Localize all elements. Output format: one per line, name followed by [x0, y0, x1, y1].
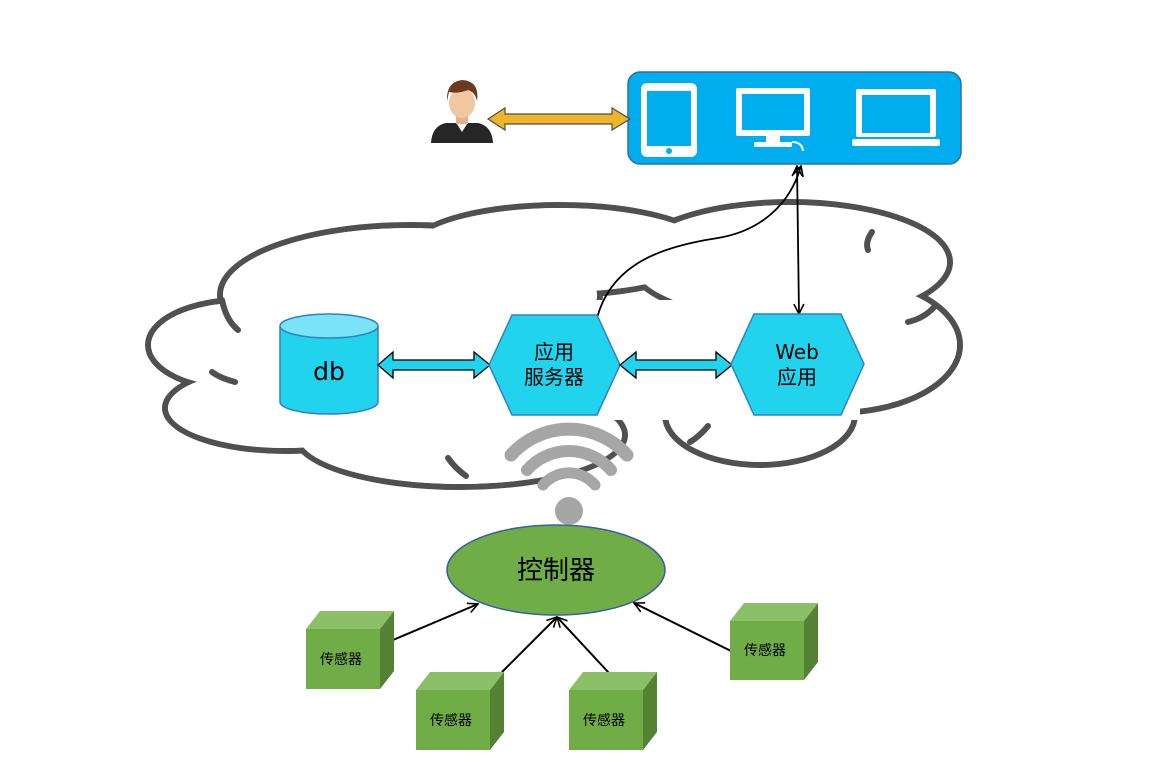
web-app-node: Web 应用 [730, 313, 865, 416]
database-label: db [313, 357, 345, 386]
sensor-1-label: 传感器 [320, 651, 362, 668]
app-server-label-line2: 服务器 [524, 365, 584, 389]
sensor-1-arrow [392, 604, 478, 641]
app-server-node: 应用 服务器 [488, 314, 621, 416]
sensor-2-label: 传感器 [430, 712, 472, 729]
app-server-to-devices-line [596, 166, 801, 319]
web-app-label-line2: 应用 [777, 365, 817, 389]
sensor-4-label: 传感器 [744, 642, 786, 659]
wifi-icon [504, 422, 634, 525]
app-server-label-line1: 应用 [534, 340, 574, 364]
web-app-devices-link [797, 166, 799, 314]
laptop-icon [852, 89, 940, 146]
sensor-3-label: 传感器 [583, 712, 625, 729]
sensor-3: 传感器 [569, 672, 657, 750]
sensor-arrows [392, 602, 732, 674]
desktop-monitor-icon [736, 88, 810, 152]
web-app-label-line1: Web [775, 340, 819, 364]
controller-node: 控制器 [446, 524, 666, 616]
sensor-2-arrow [501, 617, 557, 673]
sensor-3-arrow [557, 617, 610, 674]
sensor-2: 传感器 [416, 672, 504, 750]
sensor-1: 传感器 [306, 611, 394, 689]
user-device-arrow [486, 106, 632, 132]
user-avatar-icon [431, 80, 493, 143]
device-panel [627, 71, 962, 165]
sensor-4-arrow [634, 602, 732, 652]
sensor-4: 传感器 [730, 603, 818, 680]
database-node: db [279, 313, 379, 415]
tablet-icon [641, 83, 697, 157]
controller-label: 控制器 [517, 556, 595, 586]
